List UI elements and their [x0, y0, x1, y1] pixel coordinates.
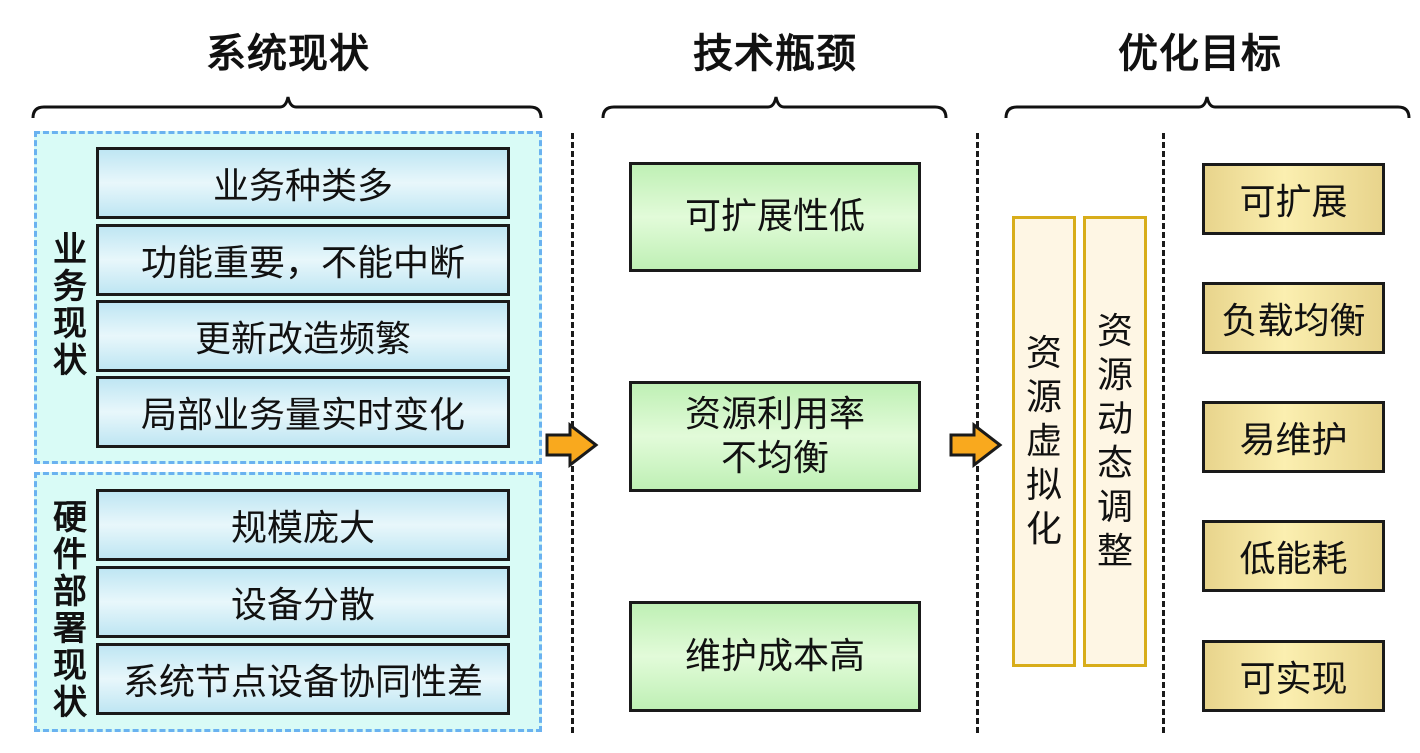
bottleneck-line: 资源利用率 — [684, 393, 865, 435]
column-title-bottleneck: 技术瓶颈 — [693, 31, 857, 77]
brace-bottleneck — [601, 96, 948, 119]
bottleneck-line: 不均衡 — [720, 437, 829, 479]
brace-current — [31, 96, 543, 119]
status-item: 局部业务量实时变化 — [96, 376, 510, 448]
method-virtualization: 资 源 虚 拟 化 — [1012, 216, 1076, 667]
status-item: 系统节点设备协同性差 — [96, 643, 510, 715]
bottleneck-item: 可扩展性低 — [629, 162, 921, 272]
goal-item: 可实现 — [1202, 640, 1385, 712]
status-item: 设备分散 — [96, 566, 510, 638]
bottleneck-line: 维护成本高 — [684, 635, 865, 677]
status-item: 规模庞大 — [96, 489, 510, 561]
brace-target — [1004, 96, 1411, 119]
separator-3 — [1162, 133, 1165, 733]
method-dynamic-adjustment: 资 源 动 态 调 整 — [1083, 216, 1147, 667]
right-arrow-icon — [949, 422, 1003, 468]
status-item: 业务种类多 — [96, 147, 510, 219]
goal-item: 易维护 — [1202, 401, 1385, 473]
group-label-business-status: 业 务 现 状 — [53, 230, 87, 381]
goal-item: 负载均衡 — [1202, 282, 1385, 354]
group-label-hardware-status: 硬 件 部 署 现 状 — [53, 498, 87, 723]
goal-item: 可扩展 — [1202, 163, 1385, 235]
status-item: 功能重要，不能中断 — [96, 224, 510, 296]
column-title-current: 系统现状 — [206, 31, 370, 77]
bottleneck-line: 可扩展性低 — [684, 196, 865, 237]
bottleneck-item: 维护成本高 — [629, 601, 921, 712]
right-arrow-icon — [545, 422, 599, 468]
column-title-target: 优化目标 — [1118, 31, 1282, 77]
bottleneck-item: 资源利用率 不均衡 — [629, 381, 921, 492]
goal-item: 低能耗 — [1202, 520, 1385, 592]
status-item: 更新改造频繁 — [96, 300, 510, 372]
